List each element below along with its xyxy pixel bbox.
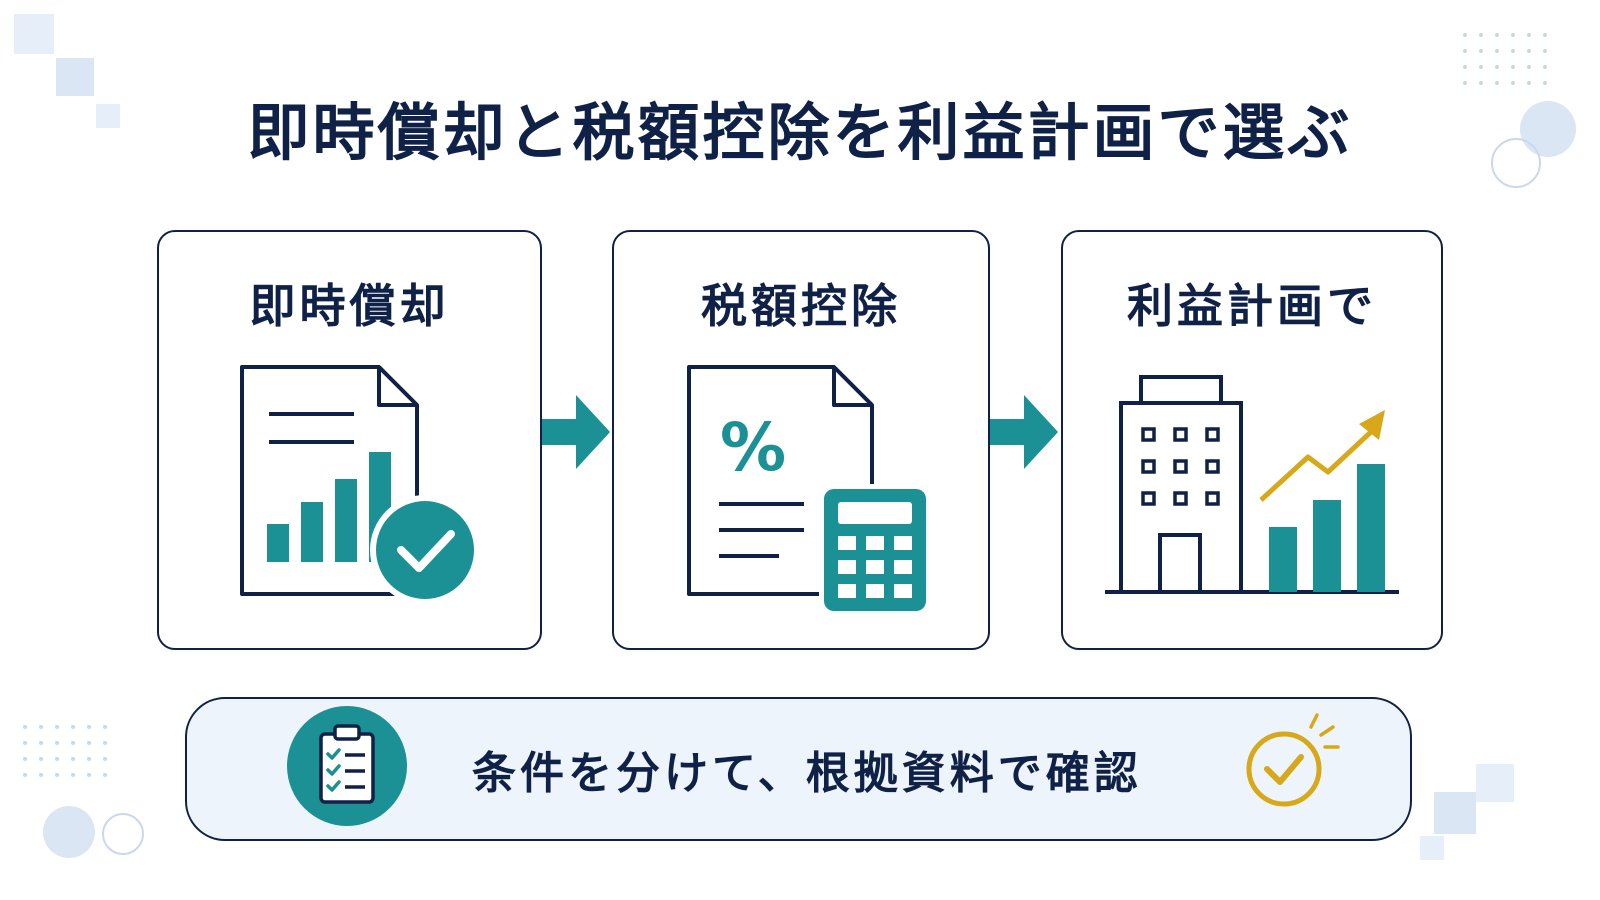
card-tax-credit: 税額控除 %: [612, 230, 990, 650]
card-title: 利益計画で: [1127, 279, 1377, 333]
flow-arrow-icon: [542, 395, 612, 473]
page-title: 即時償却と税額控除を利益計画で選ぶ: [247, 96, 1353, 169]
decor-squares-top-left: [0, 0, 140, 140]
clipboard-checklist-icon: [287, 706, 407, 826]
gold-check-circle-icon: [1246, 713, 1340, 807]
decor-circles-bottom-left: [35, 800, 155, 870]
document-chart-check-icon: [240, 365, 480, 605]
decor-dots-top-right: [1460, 30, 1570, 110]
card-profit-plan: 利益計画で: [1061, 230, 1443, 650]
summary-text: 条件を分けて、根拠資料で確認: [472, 748, 1142, 799]
decor-squares-bottom-right: [1420, 760, 1550, 880]
card-title: 即時償却: [249, 279, 450, 333]
card-title: 税額控除: [701, 279, 901, 333]
decor-dots-bottom-left: [20, 722, 120, 792]
card-immediate-depreciation: 即時償却: [157, 230, 542, 650]
flow-arrow-icon: [990, 395, 1060, 473]
percent-document-calculator-icon: %: [687, 365, 931, 614]
decor-circles-top-right: [1480, 95, 1590, 205]
building-growth-chart-icon: [1105, 375, 1399, 594]
svg-text:%: %: [720, 409, 786, 486]
summary-banner: 条件を分けて、根拠資料で確認: [185, 697, 1412, 841]
